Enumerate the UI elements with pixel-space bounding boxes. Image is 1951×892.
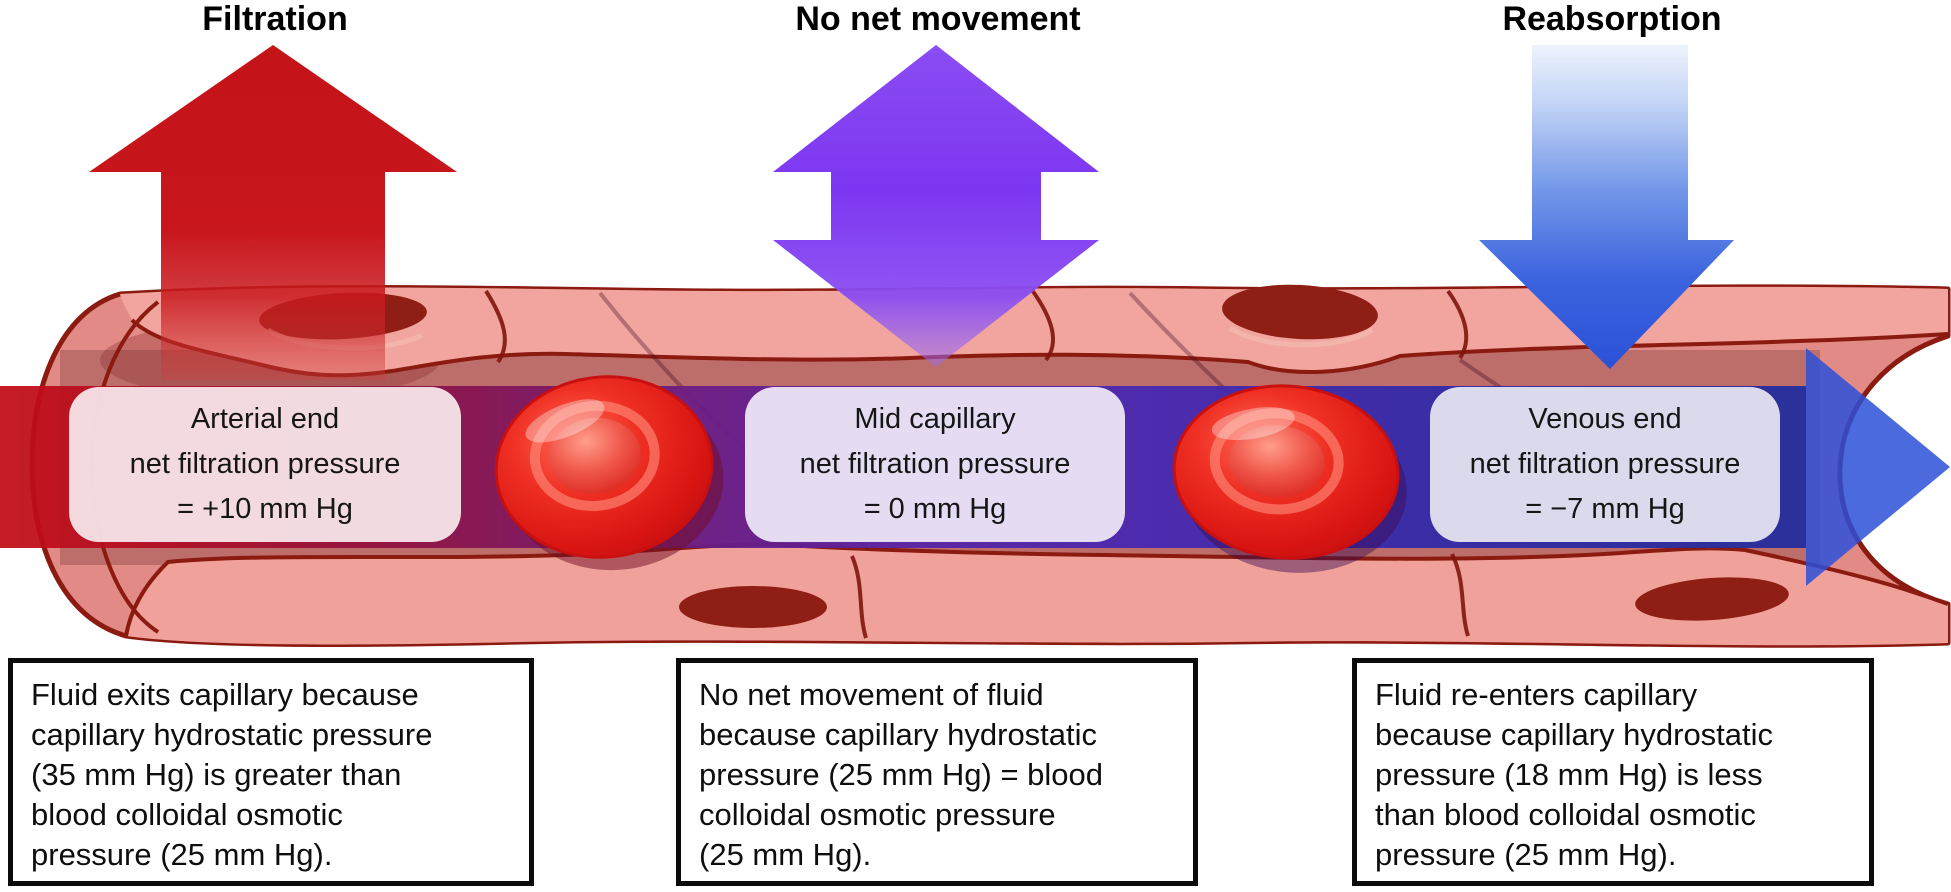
venous-end-pressure-label: Venous end net filtration pressure = −7 … — [1430, 387, 1780, 542]
no-net-movement-double-arrow-icon — [773, 45, 1099, 367]
mid-line1: Mid capillary — [854, 403, 1016, 435]
arterial-end-pressure-label: Arterial end net filtration pressure = +… — [69, 387, 461, 542]
mid-line3: = 0 mm Hg — [863, 493, 1007, 525]
filtration-up-arrow-icon — [89, 45, 457, 380]
arterial-line2: net filtration pressure — [129, 448, 401, 480]
venous-line1: Venous end — [1528, 403, 1682, 435]
reabsorption-title: Reabsorption — [1502, 0, 1722, 38]
venous-line3: = −7 mm Hg — [1525, 493, 1685, 525]
filtration-title: Filtration — [202, 0, 348, 38]
no-net-movement-title: No net movement — [795, 0, 1081, 38]
filtration-note-box: Fluid exits capillary because capillary … — [8, 658, 534, 886]
reabsorption-down-arrow-icon — [1479, 45, 1734, 369]
mid-capillary-pressure-label: Mid capillary net filtration pressure = … — [745, 387, 1125, 542]
venous-line2: net filtration pressure — [1469, 448, 1741, 480]
no-net-movement-note-box: No net movement of fluid because capilla… — [676, 658, 1198, 886]
red-blood-cell — [1172, 384, 1407, 573]
mid-line2: net filtration pressure — [799, 448, 1071, 480]
arterial-line1: Arterial end — [190, 403, 340, 435]
cell-seam-lines — [484, 288, 1470, 639]
reabsorption-note-box: Fluid re-enters capillary because capill… — [1352, 658, 1874, 886]
arterial-line3: = +10 mm Hg — [177, 493, 353, 525]
red-blood-cell — [494, 375, 724, 571]
